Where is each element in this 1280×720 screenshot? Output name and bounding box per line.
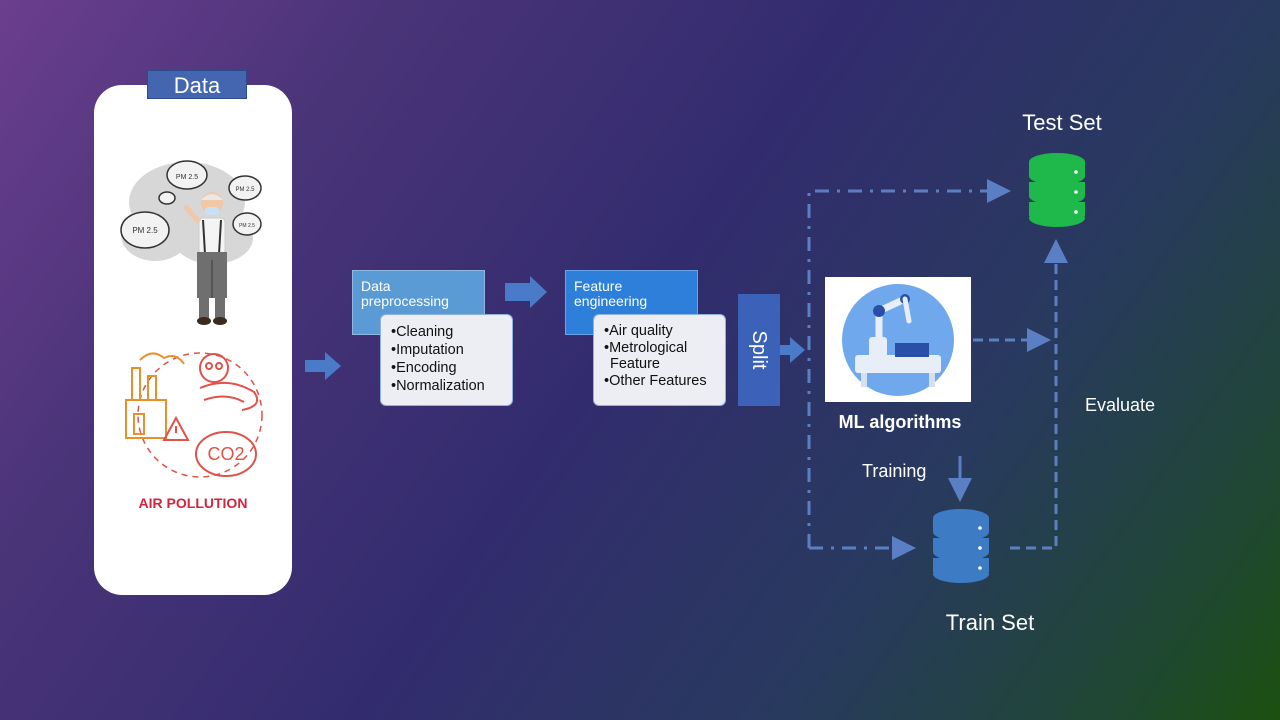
split-label: Split <box>748 330 770 370</box>
arrow-data-to-preprocessing <box>305 352 341 380</box>
skull-icon <box>199 353 229 383</box>
test-set-database-icon <box>1029 153 1085 227</box>
pm-label-2: PM 2.5 <box>132 226 158 235</box>
list-item: •Air quality <box>604 323 673 339</box>
dashed-ring <box>137 352 263 478</box>
pm-label-4: PM 2.5 <box>239 223 255 229</box>
factory-icon <box>125 352 185 439</box>
ml-image-box <box>825 277 971 402</box>
list-item: •Cleaning <box>391 324 454 340</box>
co2-label: CO2 <box>207 444 244 464</box>
feature-title-line1: Feature <box>574 278 623 294</box>
train-set-label: Train Set <box>945 610 1035 635</box>
air-pollution-illustration: CO2 <box>125 352 263 478</box>
feature-title-line2: engineering <box>574 293 648 309</box>
robot-arm-icon <box>842 284 954 396</box>
train-set-database-icon <box>933 509 989 583</box>
evaluate-label: Evaluate <box>1085 395 1156 415</box>
list-item: •Imputation <box>391 342 464 358</box>
preprocessing-title-line1: Data <box>361 278 391 294</box>
data-label: Data <box>147 70 247 99</box>
preprocessing-title-line2: preprocessing <box>361 293 449 309</box>
pm-cloud-icon <box>120 160 262 249</box>
training-label: Training <box>862 461 927 481</box>
co2-cloud-icon <box>195 431 257 477</box>
ml-algorithms-label: ML algorithms <box>838 412 962 432</box>
arrow-split-to-ml <box>780 337 805 363</box>
dash-train-to-test <box>1010 239 1068 550</box>
list-item: •Metrological <box>604 339 688 356</box>
arrow-preprocessing-to-feature <box>505 276 547 308</box>
air-pollution-title: AIR POLLUTION <box>138 495 248 511</box>
wind-icon <box>199 381 258 411</box>
list-item: •Encoding <box>391 360 457 376</box>
person-icon <box>183 192 227 325</box>
pm-label-1: PM 2.5 <box>176 174 198 181</box>
warning-icon <box>162 415 190 441</box>
preprocessing-steps-list: •Cleaning •Imputation •Encoding •Normali… <box>380 314 513 406</box>
smog-person-illustration: PM 2.5 PM 2.5 PM 2.5 PM 2.5 <box>120 160 262 325</box>
list-item: •Normalization <box>391 378 485 394</box>
feature-list: •Air quality •Metrological Feature •Othe… <box>593 314 726 406</box>
list-item-continuation: Feature <box>610 356 660 372</box>
test-set-label: Test Set <box>1022 110 1102 135</box>
list-item: •Other Features <box>604 372 707 389</box>
pm-label-3: PM 2.5 <box>235 187 255 193</box>
split-block <box>738 294 780 406</box>
